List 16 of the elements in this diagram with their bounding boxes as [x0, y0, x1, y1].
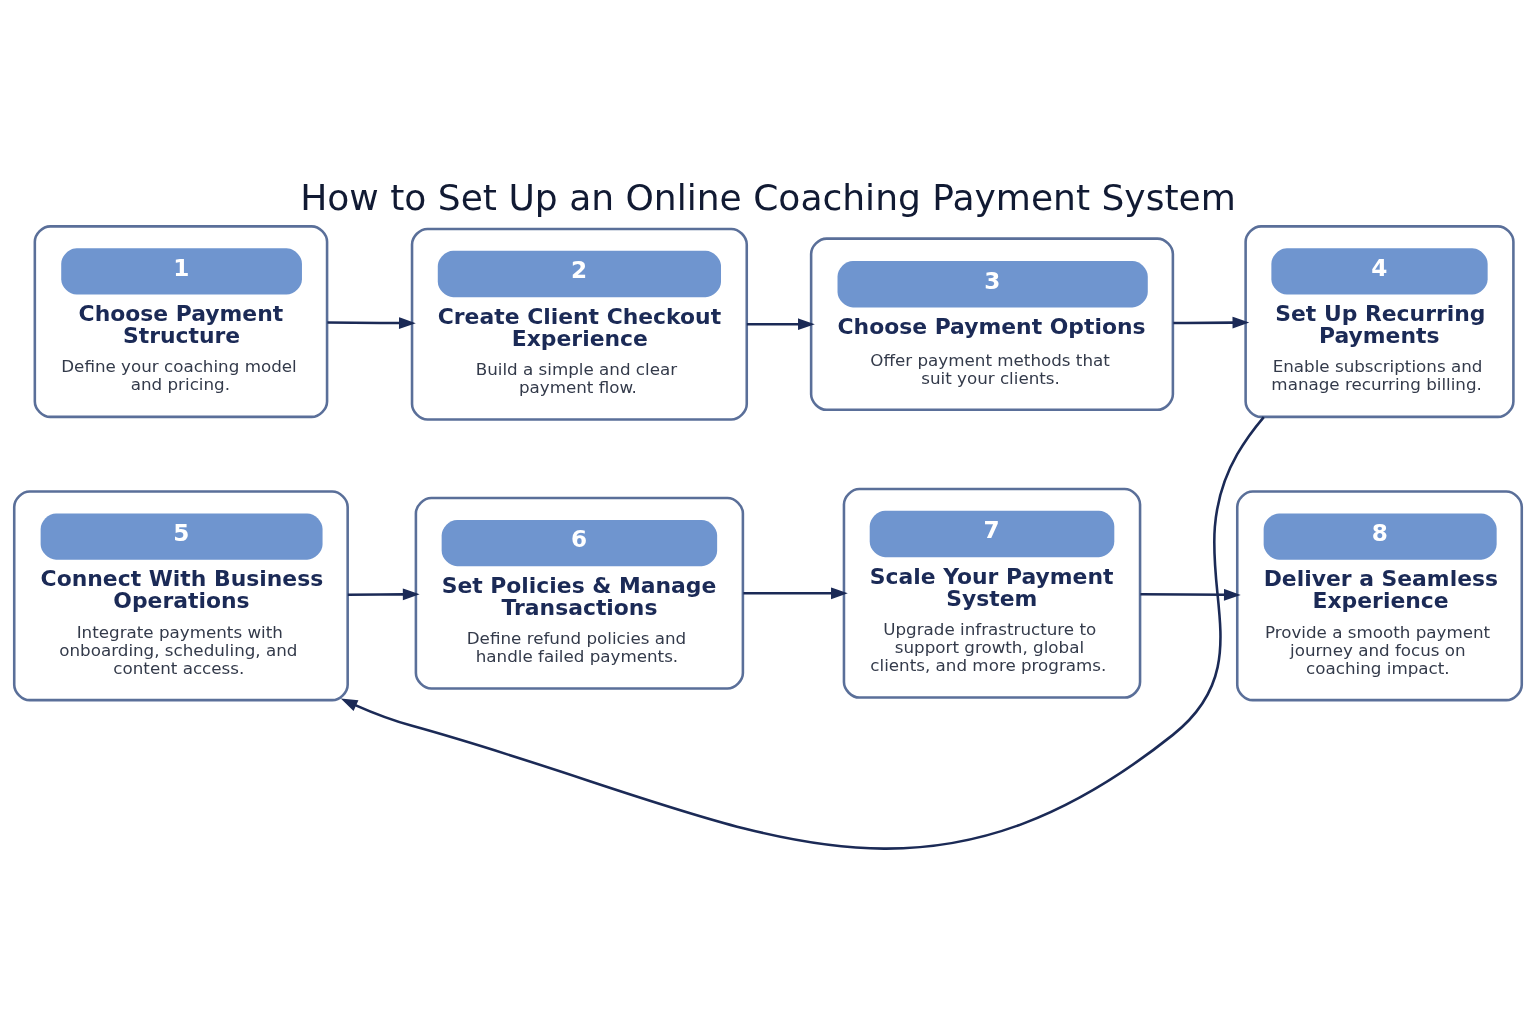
node-box: 3 Choose Payment Options Offer payment methods that suit your clients.	[809, 236, 1175, 411]
arrow	[340, 415, 1265, 849]
arrow	[743, 586, 848, 599]
diagram-title: How to Set Up an Online Coaching Payment System	[300, 176, 1236, 218]
arrow	[1140, 588, 1241, 601]
node-box: 8 Deliver a Seamless Experience Provide a smooth payment journey and focus on coaching impact.	[1235, 489, 1524, 701]
arrow	[1173, 316, 1250, 328]
node-box: 4 Set Up Recurring Payments Enable subscriptions and manage recurring billing.	[1244, 224, 1515, 418]
node-box: 7 Scale Your Payment System Upgrade infrastructure to support growth, global clients, and more programs.	[842, 487, 1142, 699]
arrow	[347, 588, 420, 600]
arrow	[746, 317, 815, 330]
node-box: 6 Set Policies & Manage Transactions Define refund policies and handle failed payments.	[414, 496, 745, 690]
node-box: 2 Create Client Checkout Experience Build a simple and clear payment flow.	[410, 227, 749, 421]
node-box: 5 Connect With Business Operations Integrate payments with onboarding, scheduling, and content access.	[12, 489, 349, 701]
arrow	[327, 316, 416, 329]
node-box: 1 Choose Payment Structure Define your coaching model and pricing.	[33, 224, 329, 418]
